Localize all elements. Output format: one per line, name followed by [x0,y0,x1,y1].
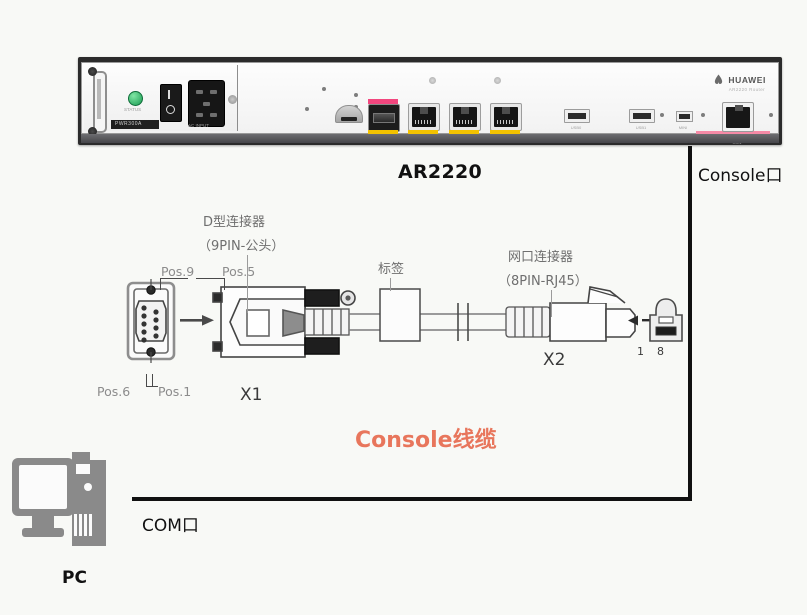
db9-connector-title: D型连接器 [203,215,266,230]
rj45-reference-label: X2 [543,350,566,370]
psu-screw-top [88,67,97,76]
db9-pos1-label: Pos.1 [158,384,192,399]
board-screw-2 [494,77,501,84]
board-led-c [322,87,326,91]
ethernet-port-2[interactable] [490,103,522,131]
sfp-port-stripe [368,99,398,104]
psu-model-tag: PWR300A [111,120,159,129]
psu-status-led [128,91,143,106]
console-link-line-horizontal [132,497,690,501]
com-port-callout: COM口 [142,516,199,536]
db9-reference-label: X1 [240,385,263,405]
console-cable-drawing [126,279,683,363]
board-antenna-mount [335,105,363,123]
jack-pin-1-label: 1 [637,345,644,358]
mini-usb-label: MINI [678,125,688,130]
huawei-brand-text: HUAWEI [728,74,766,85]
huawei-model-text: AR2220 Router [728,87,765,92]
psu-screw-bottom [88,127,97,136]
rj45-connector-title: 网口连接器 [508,250,574,265]
ethernet-port-2-stripe [490,130,520,135]
mini-usb-led [660,113,664,117]
psu-status-text: STATUS [124,107,142,112]
psu-power-switch[interactable] [160,84,182,122]
power-supply-module: STATUS AC INPUT PWR300A [84,65,238,136]
usb-port-0[interactable] [564,109,590,123]
db9-pos6-label: Pos.6 [97,384,131,399]
rj45-connector-spec: （8PIN-RJ45） [498,274,588,289]
psu-ac-inlet [188,80,225,127]
board-screw-1 [429,77,436,84]
db9-connector-spec: （9PIN-公头） [198,239,285,254]
usb-port-1[interactable] [629,109,655,123]
jack-pin-8-label: 8 [657,345,664,358]
board-led-a [354,93,358,97]
psu-ac-text: AC INPUT [188,123,210,128]
huawei-logo-icon [712,74,725,85]
ar2220-router-image: STATUS AC INPUT PWR300A [78,57,782,145]
ethernet-port-0-stripe [408,130,438,135]
usb-port-0-label: USB0 [570,125,582,130]
console-port[interactable] [722,102,754,132]
console-link-line-vertical [688,146,692,501]
sfp-port[interactable] [368,104,400,132]
console-cable-title: Console线缆 [355,428,497,453]
psu-model-text: PWR300A [115,121,142,127]
db9-pos5-label: Pos.5 [222,264,256,279]
ethernet-port-1[interactable] [449,103,481,131]
board-led-d [305,107,309,111]
psu-thumbscrew [228,95,237,104]
cable-tag-label: 标签 [378,262,405,277]
ethernet-port-0[interactable] [408,103,440,131]
pc-icon [12,452,106,546]
huawei-brand: HUAWEI [712,74,766,85]
router-bottom-bar [81,134,779,143]
router-model-label: AR2220 [398,161,483,183]
console-area-led [701,113,705,117]
usb-port-1-label: USB1 [635,125,647,130]
mini-usb-port[interactable] [676,111,693,122]
router-front-panel: STATUS AC INPUT PWR300A [81,62,779,145]
psu-handle [93,71,107,133]
pc-label: PC [62,568,87,588]
sfp-bottom-stripe [368,130,398,135]
ethernet-port-1-stripe [449,130,479,135]
board-led-g [769,113,773,117]
router-main-board: GE0 GE1 GE2 USB0 USB1 MINI CON [239,65,776,145]
db9-pos9-label: Pos.9 [161,264,195,279]
console-port-callout: Console口 [698,166,783,186]
